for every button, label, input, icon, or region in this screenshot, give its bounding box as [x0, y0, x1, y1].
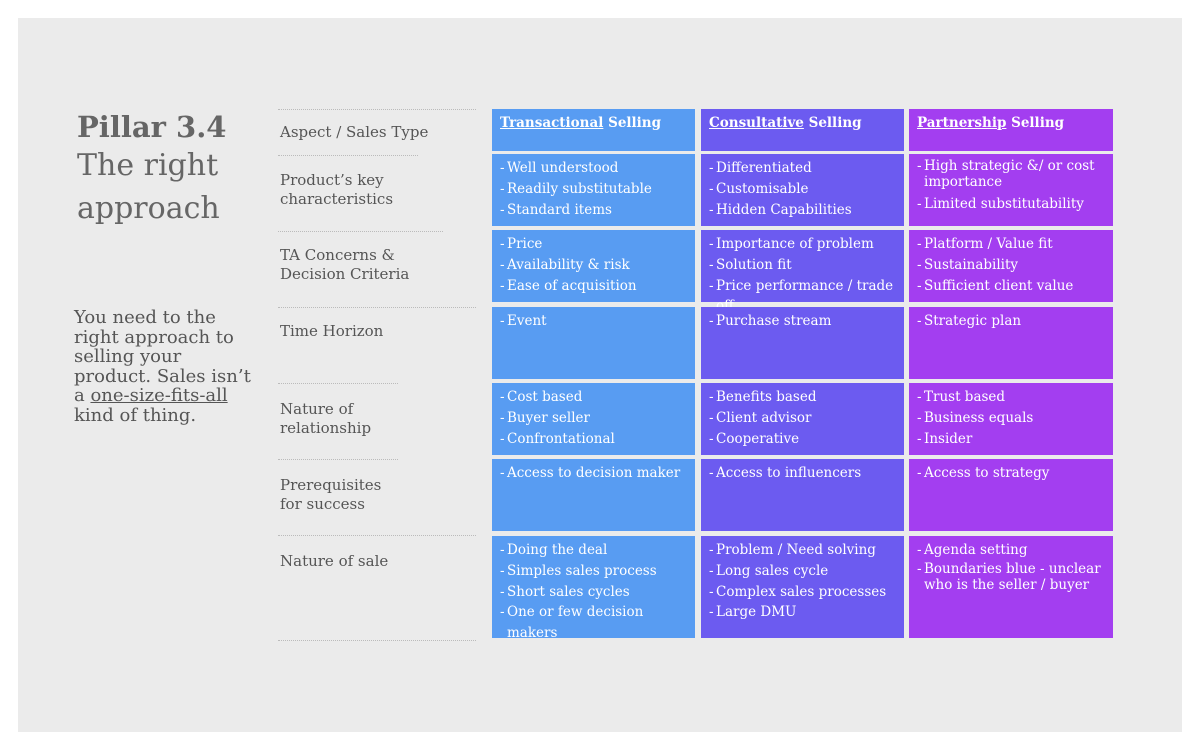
list-item: Customisable	[709, 179, 896, 200]
list-item: Event	[500, 311, 687, 332]
cell-consultative-time-horizon: Purchase stream	[701, 307, 904, 379]
list-item: Doing the deal	[500, 540, 687, 561]
cell-transactional-concerns: Price Availability & risk Ease of acquis…	[492, 230, 695, 302]
cell-consultative-nature-of-sale: Problem / Need solving Long sales cycle …	[701, 536, 904, 638]
list-item: Hidden Capabilities	[709, 200, 896, 221]
list-item: Simples sales process	[500, 561, 687, 582]
aspect-label-nature-of-sale: Nature of sale	[278, 535, 476, 641]
list-item: Business equals	[917, 408, 1105, 429]
list-item: Long sales cycle	[709, 561, 896, 582]
title-line-1: Pillar 3.4	[77, 110, 227, 144]
cell-transactional-prerequisites: Access to decision maker	[492, 459, 695, 531]
list-item: Problem / Need solving	[709, 540, 896, 561]
cell-consultative-concerns: Importance of problem Solution fit Price…	[701, 230, 904, 314]
list-item: Confrontational	[500, 429, 687, 450]
cell-partnership-prerequisites: Access to strategy	[909, 459, 1113, 531]
aspect-label-concerns: TA Concerns & Decision Criteria	[278, 231, 443, 307]
aspect-label-time-horizon: Time Horizon	[278, 307, 476, 383]
list-item: Insider	[917, 429, 1105, 450]
column-header-partnership: Partnership Selling	[909, 109, 1113, 151]
page-title: Pillar 3.4 The right approach	[77, 110, 247, 230]
list-item: Complex sales processes	[709, 582, 896, 603]
list-item: Sufficient client value	[917, 276, 1105, 297]
list-item: Cooperative	[709, 429, 896, 450]
list-item: Access to influencers	[709, 463, 896, 484]
cell-consultative-relationship: Benefits based Client advisor Cooperativ…	[701, 383, 904, 455]
slide-background: Pillar 3.4 The right approach You need t…	[18, 18, 1182, 732]
list-item: Solution fit	[709, 255, 896, 276]
cell-partnership-nature-of-sale: Agenda setting Boundaries blue - unclear…	[909, 536, 1113, 638]
list-item: Short sales cycles	[500, 582, 687, 603]
list-item: Ease of acquisition	[500, 276, 687, 297]
list-item: Readily substitutable	[500, 179, 687, 200]
list-item: Price	[500, 234, 687, 255]
cell-consultative-characteristics: Differentiated Customisable Hidden Capab…	[701, 154, 904, 226]
aspect-header-label: Aspect / Sales Type	[278, 109, 476, 155]
list-item: Trust based	[917, 387, 1105, 408]
description: You need to the right approach to sellin…	[74, 308, 254, 425]
list-item: Access to strategy	[917, 463, 1105, 484]
column-header-consultative: Consultative Selling	[701, 109, 904, 151]
list-item: Importance of problem	[709, 234, 896, 255]
column-header-transactional: Transactional Selling	[492, 109, 695, 151]
description-emphasis: one-size-fits-all	[90, 385, 228, 406]
list-item: Boundaries blue - unclear who is the sel…	[917, 561, 1105, 593]
cell-partnership-time-horizon: Strategic plan	[909, 307, 1113, 379]
list-item: Differentiated	[709, 158, 896, 179]
cell-transactional-time-horizon: Event	[492, 307, 695, 379]
list-item: Purchase stream	[709, 311, 896, 332]
list-item: Limited substitutability	[917, 194, 1105, 215]
list-item: Large DMU	[709, 602, 896, 623]
cell-partnership-relationship: Trust based Business equals Insider	[909, 383, 1113, 455]
cell-consultative-prerequisites: Access to influencers	[701, 459, 904, 531]
aspect-label-characteristics: Product’s key characteristics	[278, 155, 418, 231]
cell-transactional-nature-of-sale: Doing the deal Simples sales process Sho…	[492, 536, 695, 641]
list-item: Buyer seller	[500, 408, 687, 429]
list-item: Sustainability	[917, 255, 1105, 276]
list-item: Access to decision maker	[500, 463, 687, 484]
list-item: Well understood	[500, 158, 687, 179]
cell-transactional-characteristics: Well understood Readily substitutable St…	[492, 154, 695, 226]
list-item: Cost based	[500, 387, 687, 408]
description-tail: kind of thing.	[74, 404, 197, 426]
title-line-2: The right approach	[77, 148, 220, 226]
list-item: Strategic plan	[917, 311, 1105, 332]
list-item: One or few decision makers	[500, 602, 687, 644]
aspect-label-prerequisites: Prerequisites for success	[278, 459, 398, 535]
list-item: High strategic &/ or cost importance	[917, 158, 1105, 190]
list-item: Client advisor	[709, 408, 896, 429]
aspect-label-relationship: Nature of relationship	[278, 383, 398, 459]
cell-partnership-concerns: Platform / Value fit Sustainability Suff…	[909, 230, 1113, 302]
list-item: Standard items	[500, 200, 687, 221]
cell-transactional-relationship: Cost based Buyer seller Confrontational	[492, 383, 695, 455]
list-item: Availability & risk	[500, 255, 687, 276]
description-text: You need to the right approach to sellin…	[74, 307, 251, 406]
cell-partnership-characteristics: High strategic &/ or cost importance Lim…	[909, 154, 1113, 226]
list-item: Agenda setting	[917, 540, 1105, 561]
list-item: Benefits based	[709, 387, 896, 408]
list-item: Platform / Value fit	[917, 234, 1105, 255]
